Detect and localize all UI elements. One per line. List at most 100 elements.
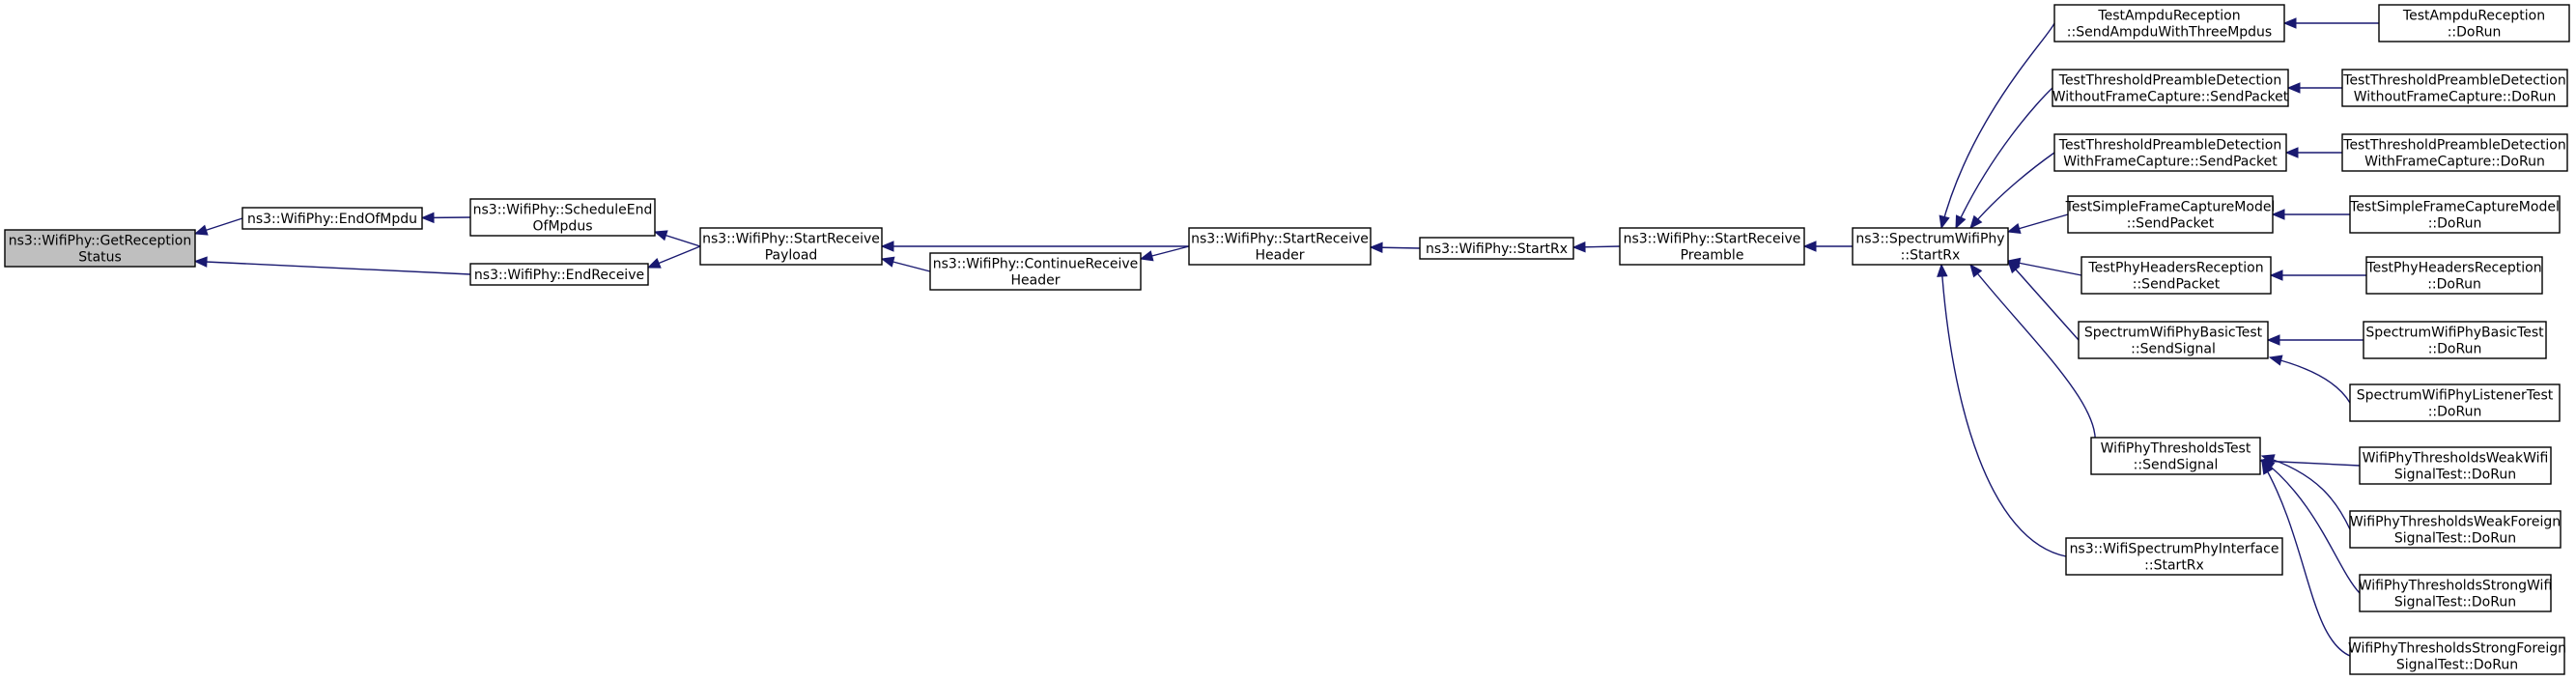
- node-box[interactable]: [2341, 133, 2568, 172]
- node-label-line: ::SendSignal: [2131, 342, 2216, 357]
- node-box[interactable]: [2363, 321, 2547, 359]
- node-weakwifidorun[interactable]: WifiPhyThresholdsWeakWifiSignalTest::DoR…: [2359, 446, 2552, 485]
- node-listenerdorun[interactable]: SpectrumWifiPhyListenerTest::DoRun: [2349, 383, 2561, 422]
- node-label-line: TestThresholdPreambleDetection: [2342, 73, 2565, 89]
- node-simplefcsend[interactable]: TestSimpleFrameCaptureModel::SendPacket: [2065, 195, 2276, 234]
- node-box[interactable]: [2090, 437, 2261, 475]
- node-thrwithsend[interactable]: TestThresholdPreambleDetectionWithFrameC…: [2053, 133, 2287, 172]
- node-phyheaderssend[interactable]: TestPhyHeadersReception::SendPacket: [2081, 256, 2272, 295]
- node-thresholdstestsend[interactable]: WifiPhyThresholdsTest::SendSignal: [2090, 437, 2261, 475]
- edge-thrwithsend-to-spectrumstartrx: [1969, 152, 2055, 229]
- edge-strongwifidorun-to-thresholdstestsend-line: [2261, 459, 2361, 594]
- node-endofmpdu[interactable]: ns3::WifiPhy::EndOfMpdu: [241, 207, 423, 230]
- node-strongwifidorun[interactable]: WifiPhyThresholdsStrongWifiSignalTest::D…: [2359, 574, 2553, 612]
- node-box[interactable]: [1619, 227, 1805, 266]
- node-label-line: ::SendPacket: [2133, 277, 2221, 293]
- node-basictestdorun[interactable]: SpectrumWifiPhyBasicTest::DoRun: [2363, 321, 2547, 359]
- node-box[interactable]: [2349, 637, 2565, 675]
- node-box[interactable]: [699, 227, 883, 266]
- node-label-line: ns3::WifiPhy::ContinueReceive: [933, 257, 1139, 272]
- node-label-line: SpectrumWifiPhyBasicTest: [2365, 326, 2544, 341]
- node-box[interactable]: [2365, 256, 2543, 295]
- node-label-line: ::SendSignal: [2134, 458, 2219, 473]
- node-box[interactable]: [1852, 227, 2009, 266]
- node-interfacestartrx[interactable]: ns3::WifiSpectrumPhyInterface::StartRx: [2065, 537, 2283, 576]
- edge-endreceive-to-getreception: [193, 256, 471, 275]
- edges-layer: [193, 17, 2379, 657]
- node-label-line: Header: [1256, 248, 1305, 264]
- node-box[interactable]: [2067, 195, 2274, 234]
- node-thrwithoutdorun[interactable]: TestThresholdPreambleDetectionWithoutFra…: [2341, 69, 2568, 107]
- node-box[interactable]: [2341, 69, 2568, 107]
- node-box[interactable]: [2078, 321, 2269, 359]
- nodes-layer: ns3::WifiPhy::GetReceptionStatusns3::Wif…: [4, 4, 2570, 675]
- edge-listenerdorun-to-basictestsend-line: [2269, 356, 2351, 404]
- node-thrwithdorun[interactable]: TestThresholdPreambleDetectionWithFrameC…: [2341, 133, 2568, 172]
- node-box[interactable]: [2065, 537, 2283, 576]
- edge-thresholdstestsend-to-spectrumstartrx: [1969, 263, 2096, 457]
- node-box[interactable]: [2349, 510, 2562, 549]
- node-spectrumstartrx[interactable]: ns3::SpectrumWifiPhy::StartRx: [1852, 227, 2009, 266]
- node-label-line: ::DoRun: [2428, 342, 2482, 357]
- edge-scheduleendofmpdus-to-endofmpdu: [420, 212, 471, 224]
- edge-startrx-to-startreceiveheader: [1369, 241, 1421, 253]
- node-box[interactable]: [2378, 4, 2570, 43]
- node-ampdudorun[interactable]: TestAmpduReception::DoRun: [2378, 4, 2570, 43]
- node-box[interactable]: [241, 207, 423, 230]
- node-label-line: SpectrumWifiPhyBasicTest: [2084, 326, 2263, 341]
- edge-thrwithsend-to-spectrumstartrx-arrowhead: [1969, 214, 1983, 229]
- edge-basictestdorun-to-basictestsend: [2266, 334, 2364, 346]
- edge-continuereceiveheader-to-startreceivepayload: [880, 256, 931, 272]
- edge-spectrumstartrx-to-startreceivepreamble: [1802, 241, 1853, 252]
- node-box[interactable]: [2081, 256, 2272, 295]
- edge-interfacestartrx-to-spectrumstartrx-line: [1940, 264, 2067, 557]
- node-box[interactable]: [2349, 383, 2561, 422]
- node-box[interactable]: [2053, 133, 2287, 172]
- edge-endofmpdu-to-getreception-arrowhead: [193, 224, 209, 236]
- node-basictestsend[interactable]: SpectrumWifiPhyBasicTest::SendSignal: [2078, 321, 2269, 359]
- edge-listenerdorun-to-basictestsend: [2268, 355, 2351, 404]
- node-thrwithoutsend[interactable]: TestThresholdPreambleDetectionWithoutFra…: [2052, 69, 2289, 107]
- edge-ampdusend-to-spectrumstartrx: [1939, 22, 2055, 230]
- edge-thrwithdorun-to-thrwithsend-arrowhead: [2284, 147, 2299, 158]
- node-box[interactable]: [2359, 446, 2552, 485]
- edge-startreceiveheader-to-startreceivepayload: [880, 241, 1189, 252]
- node-box[interactable]: [1188, 227, 1372, 266]
- node-box[interactable]: [2359, 574, 2552, 612]
- edge-listenerdorun-to-basictestsend-arrowhead: [2268, 355, 2283, 366]
- node-label-line: SignalTest::DoRun: [2396, 658, 2518, 673]
- node-strongforeigndorun[interactable]: WifiPhyThresholdsStrongForeignSignalTest…: [2348, 637, 2566, 675]
- node-box[interactable]: [1419, 237, 1574, 260]
- node-box[interactable]: [2053, 4, 2285, 43]
- node-box[interactable]: [929, 252, 1142, 291]
- node-box[interactable]: [469, 263, 649, 286]
- node-label-line: Payload: [765, 248, 818, 264]
- edge-weakforeigndorun-to-thresholdstestsend-arrowhead: [2260, 454, 2276, 466]
- node-startrx[interactable]: ns3::WifiPhy::StartRx: [1419, 237, 1574, 260]
- node-simplefcdorun[interactable]: TestSimpleFrameCaptureModel::DoRun: [2349, 195, 2561, 234]
- node-endreceive[interactable]: ns3::WifiPhy::EndReceive: [469, 263, 649, 286]
- node-label-line: ns3::WifiPhy::StartRx: [1426, 241, 1568, 257]
- edge-interfacestartrx-to-spectrumstartrx-arrowhead: [1937, 263, 1948, 277]
- node-ampdusend[interactable]: TestAmpduReception::SendAmpduWithThreeMp…: [2053, 4, 2285, 43]
- edge-startreceivepayload-to-scheduleendofmpdus-arrowhead: [653, 230, 668, 241]
- node-phyheadersdorun[interactable]: TestPhyHeadersReception::DoRun: [2365, 256, 2543, 295]
- node-weakforeigndorun[interactable]: WifiPhyThresholdsWeakForeignSignalTest::…: [2349, 510, 2562, 549]
- node-label-line: ns3::WifiPhy::GetReception: [9, 234, 191, 249]
- node-box[interactable]: [2052, 69, 2289, 107]
- node-box[interactable]: [2349, 195, 2561, 234]
- node-label-line: TestThresholdPreambleDetection: [2058, 138, 2281, 154]
- edge-ampdusend-to-spectrumstartrx-arrowhead: [1939, 214, 1950, 230]
- edge-phyheaderssend-to-spectrumstartrx-line: [2007, 260, 2082, 276]
- node-label-line: SignalTest::DoRun: [2394, 595, 2516, 610]
- edge-startreceivepayload-to-scheduleendofmpdus: [653, 230, 701, 247]
- node-box[interactable]: [4, 229, 196, 268]
- node-box[interactable]: [469, 198, 656, 237]
